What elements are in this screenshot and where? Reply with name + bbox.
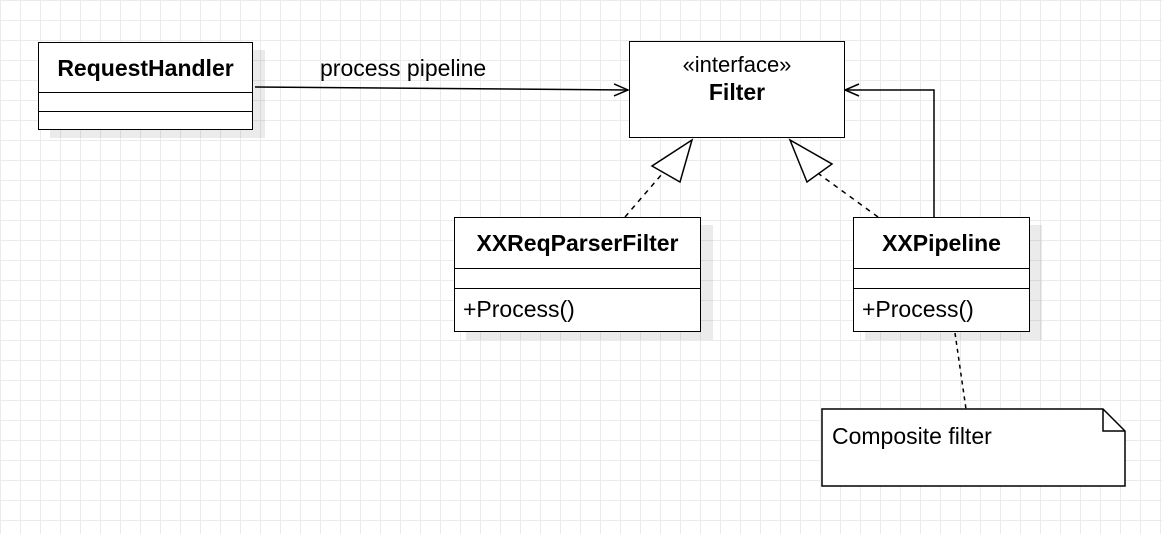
realization-line-req-parser <box>624 173 663 218</box>
realization-arrowhead-req-parser <box>650 138 694 184</box>
note-shape <box>821 408 1126 487</box>
realization-arrowhead-pipeline <box>788 138 834 184</box>
class-name-request-handler: RequestHandler <box>39 43 252 93</box>
interface-stereotype: «interface» <box>682 52 792 77</box>
operation-process: +Process() <box>463 296 575 322</box>
class-request-handler[interactable]: RequestHandler <box>38 42 253 130</box>
class-name-pipeline: XXPipeline <box>854 218 1029 269</box>
composite-line-pipeline <box>845 90 935 217</box>
attributes-compartment <box>854 269 1029 289</box>
note-connector <box>954 332 967 410</box>
interface-name-filter: Filter <box>708 79 766 105</box>
attributes-compartment <box>455 269 700 289</box>
association-label-process-pipeline: process pipeline <box>320 55 487 81</box>
class-pipeline[interactable]: XXPipeline +Process() <box>853 217 1030 332</box>
class-name-req-parser-filter: XXReqParserFilter <box>455 218 700 269</box>
attributes-compartment <box>39 93 252 112</box>
realization-line-pipeline <box>818 173 879 218</box>
note-text: Composite filter <box>832 423 992 449</box>
operation-process: +Process() <box>862 296 974 322</box>
interface-filter[interactable]: «interface» Filter <box>629 41 845 138</box>
association-line-process <box>254 87 628 90</box>
note-fold-icon <box>1102 409 1125 432</box>
operations-compartment <box>39 112 252 129</box>
class-req-parser-filter[interactable]: XXReqParserFilter +Process() <box>454 217 701 332</box>
